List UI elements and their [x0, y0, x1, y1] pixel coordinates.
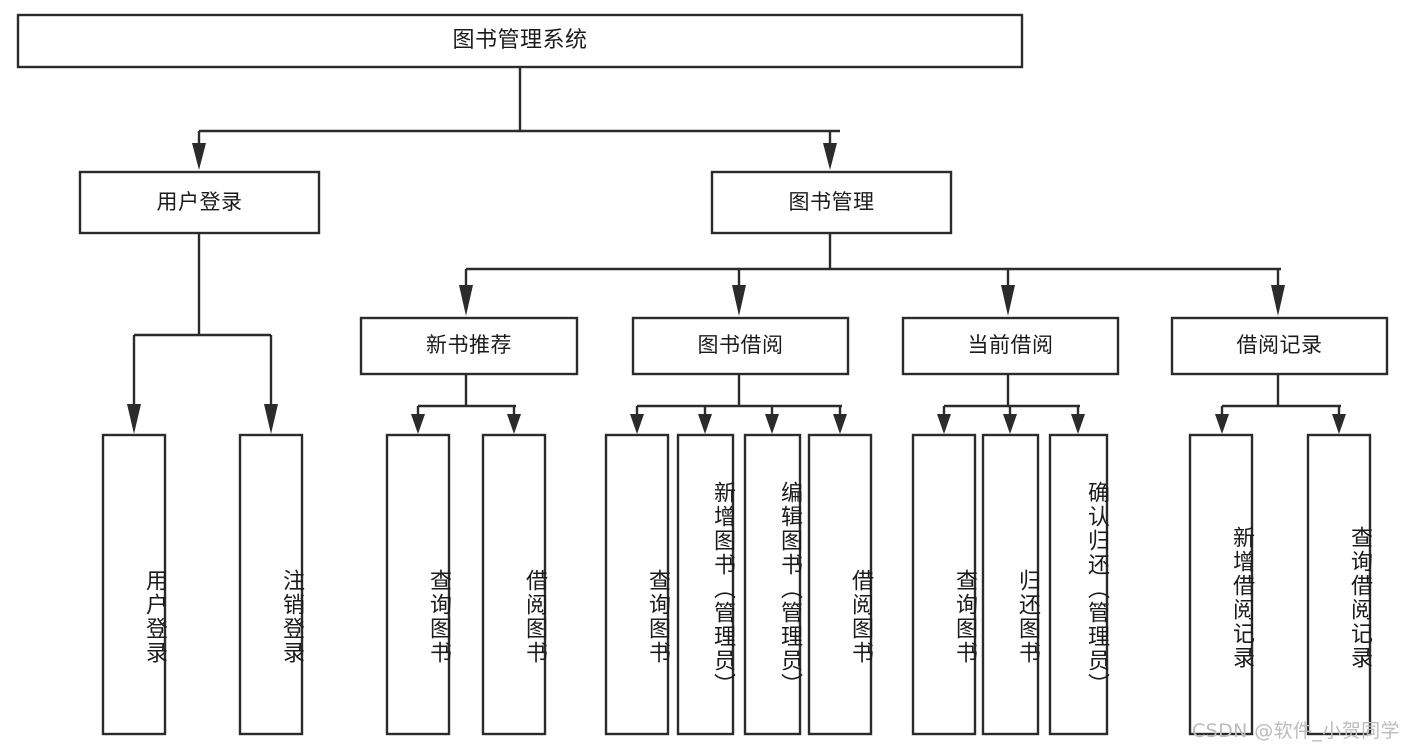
arrow-to-user-login-leaf — [127, 404, 141, 434]
node-book-management[interactable] — [710, 170, 953, 235]
arrow-currentborrow-leaf3 — [1071, 414, 1085, 434]
leaf-query-book-borrow[interactable] — [604, 433, 670, 736]
node-current-borrow[interactable] — [901, 316, 1120, 376]
arrow-borrowrecord-leaf1 — [1215, 414, 1229, 434]
arrow-borrowbook-leaf1 — [630, 414, 644, 434]
arrow-root-to-bookmgmt — [823, 143, 837, 170]
node-borrow-record[interactable] — [1170, 316, 1389, 376]
leaf-add-borrow-record[interactable] — [1188, 433, 1254, 736]
connector-group — [127, 67, 1346, 434]
leaf-query-book-current[interactable] — [911, 433, 977, 736]
arrow-borrowrecord-leaf2 — [1332, 414, 1346, 434]
arrow-newbook-leaf2 — [507, 414, 521, 434]
leaf-add-book-admin[interactable] — [676, 433, 735, 736]
arrow-newbook-leaf1 — [411, 414, 425, 434]
node-user-login[interactable] — [78, 170, 321, 235]
arrow-borrowbook-leaf4 — [833, 414, 847, 434]
leaf-edit-book-admin[interactable] — [743, 433, 802, 736]
node-book-borrow[interactable] — [631, 316, 850, 376]
box-group — [16, 13, 1389, 736]
leaf-query-book-new[interactable] — [385, 433, 451, 736]
leaf-borrow-book-new[interactable] — [481, 433, 547, 736]
arrow-borrowbook-leaf2 — [698, 414, 712, 434]
arrow-to-logout-leaf — [264, 404, 278, 434]
node-new-book-recommend[interactable] — [359, 316, 579, 376]
leaf-user-login[interactable] — [101, 433, 167, 736]
leaf-query-borrow-record[interactable] — [1306, 433, 1372, 736]
arrow-currentborrow-leaf2 — [1003, 414, 1017, 434]
arrow-currentborrow-leaf1 — [937, 414, 951, 434]
arrow-to-newbook — [459, 285, 473, 316]
leaf-return-book[interactable] — [981, 433, 1040, 736]
arrow-to-borrowbook — [732, 285, 746, 316]
arrow-to-borrowrecord — [1271, 285, 1285, 316]
csdn-watermark: CSDN @软件_小贺同学 — [1192, 720, 1400, 742]
arrow-root-to-userlogin — [192, 143, 206, 170]
leaf-logout[interactable] — [238, 433, 304, 736]
arrow-to-currentborrow — [1001, 285, 1015, 316]
arrow-borrowbook-leaf3 — [765, 414, 779, 434]
leaf-borrow-book-borrow[interactable] — [807, 433, 873, 736]
leaf-confirm-return-admin[interactable] — [1048, 433, 1109, 736]
node-root[interactable] — [16, 13, 1024, 69]
